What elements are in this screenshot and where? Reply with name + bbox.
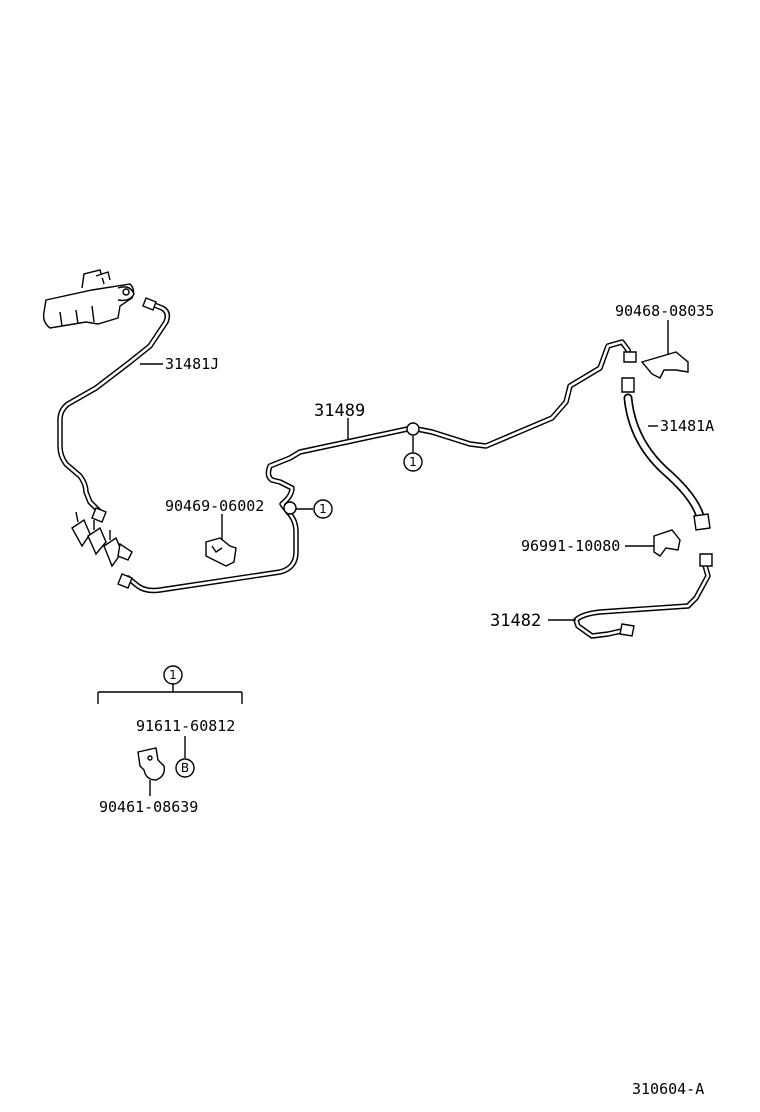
label-91611: 91611-60812 (136, 717, 235, 735)
label-90461: 90461-08639 (99, 798, 198, 816)
diagram-code: 310604-A (632, 1080, 704, 1098)
label-31482: 31482 (490, 611, 541, 631)
label-31481j: 31481J (165, 355, 219, 373)
svg-text:B: B (181, 761, 189, 775)
clamp-cluster (71, 511, 133, 568)
label-96991: 96991-10080 (521, 537, 620, 555)
svg-text:1: 1 (169, 668, 177, 682)
label-31489: 31489 (314, 401, 365, 421)
clip-point-b (283, 501, 297, 515)
label-90468: 90468-08035 (615, 302, 714, 320)
ref-circle-1-mid: 1 (313, 499, 333, 519)
clip-90468 (640, 351, 689, 379)
label-31481a: 31481A (660, 417, 714, 435)
ref-circle-1-top: 1 (403, 452, 423, 472)
master-cylinder (42, 269, 135, 329)
clip-96991 (653, 529, 681, 557)
svg-text:1: 1 (319, 502, 327, 516)
clip-point-a (406, 422, 420, 436)
svg-text:1: 1 (409, 455, 417, 469)
flex-hose-31481a (621, 377, 711, 531)
clip-90469 (205, 537, 237, 567)
brake-line-31482 (573, 553, 713, 639)
legend-group-1: 1 B (97, 665, 243, 796)
brake-line-31481j (57, 297, 171, 523)
brake-line-31489 (117, 339, 637, 594)
label-90469: 90469-06002 (165, 497, 264, 515)
